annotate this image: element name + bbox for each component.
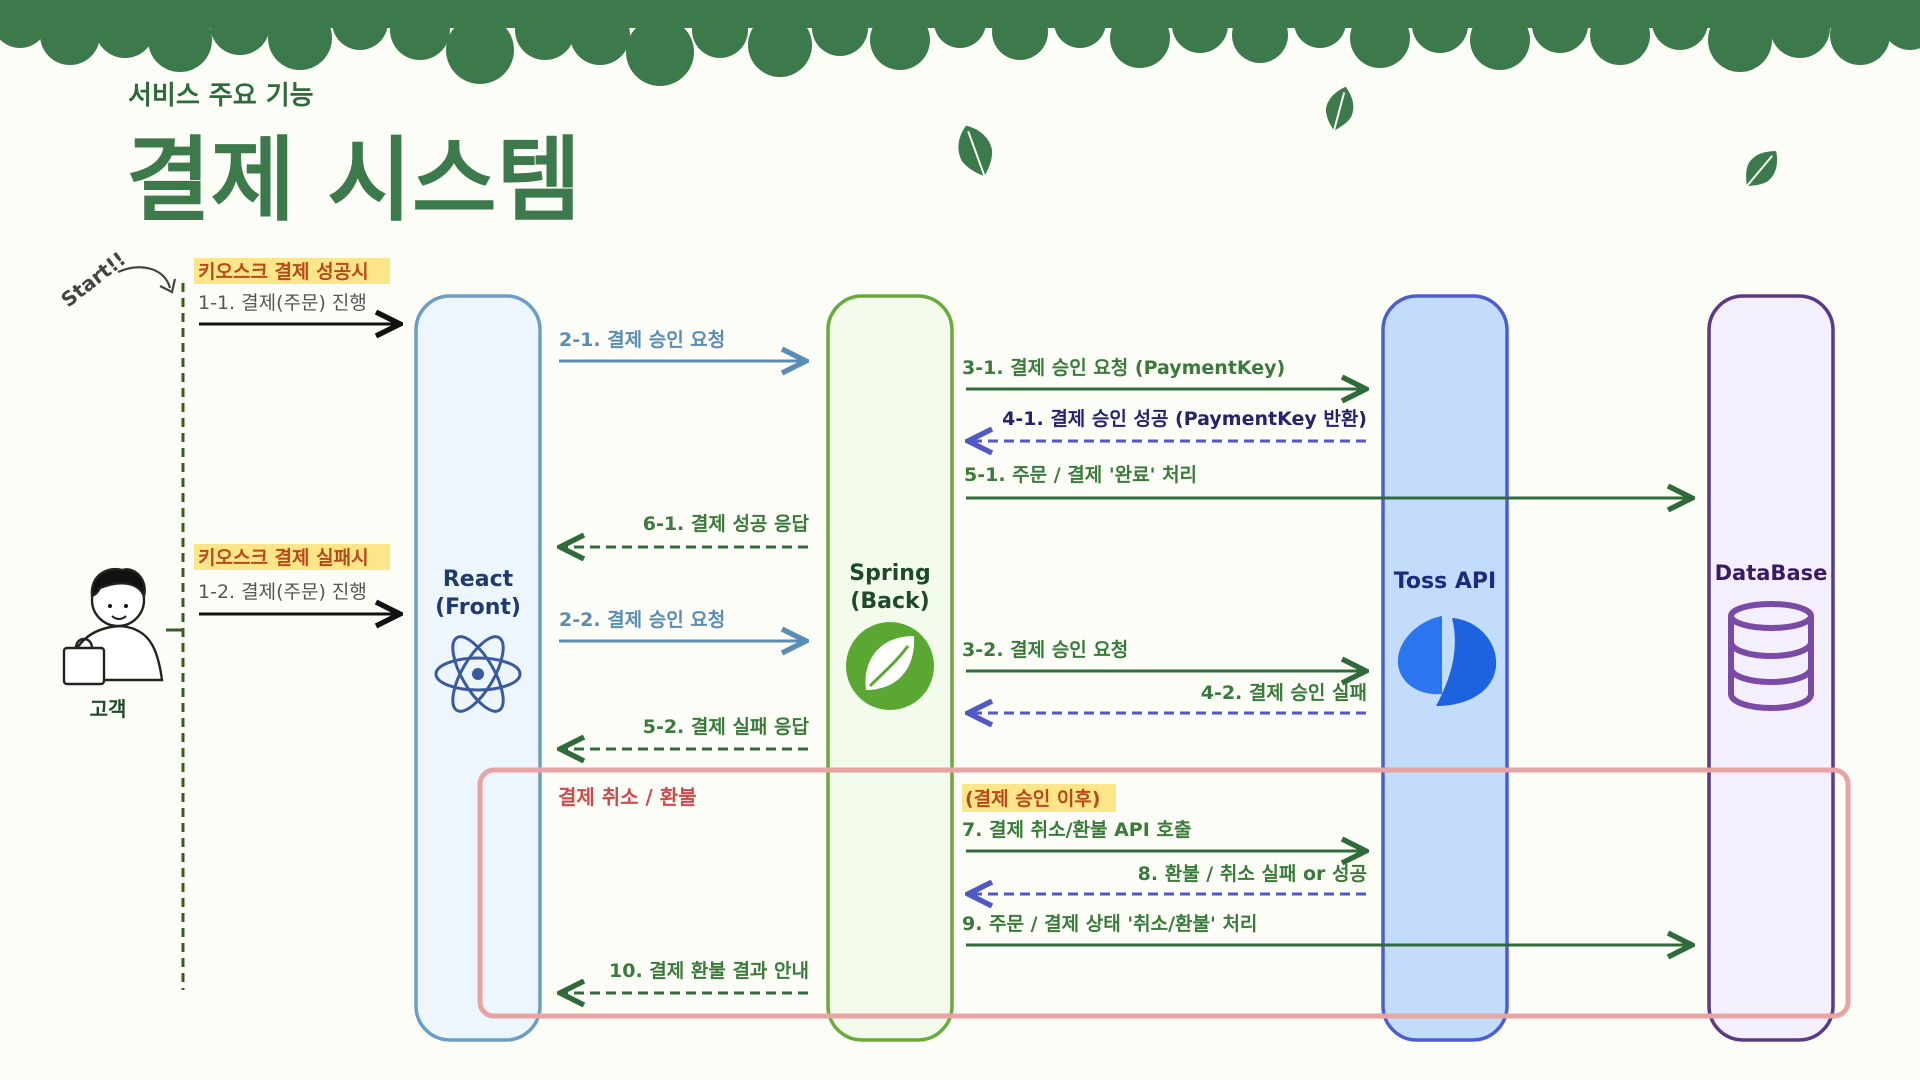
leaf-icon: [1736, 143, 1786, 196]
db-lane-title: DataBase: [1715, 561, 1828, 585]
spring-lane-title: Spring: [849, 561, 930, 586]
msg-8-label: 8. 환불 / 취소 실패 or 성공: [1138, 863, 1367, 885]
msg-6-1-label: 6-1. 결제 성공 응답: [643, 513, 810, 535]
react-lane-subtitle: (Front): [435, 595, 521, 620]
page-subtitle: 서비스 주요 기능: [128, 81, 314, 111]
msg-3-2-label: 3-2. 결제 승인 요청: [962, 639, 1128, 661]
msg-3-1-label: 3-1. 결제 승인 요청 (PaymentKey): [962, 357, 1285, 379]
customer-avatar: [64, 569, 162, 684]
tree-canopy-decoration: [0, 0, 1920, 86]
refund-tag: (결제 승인 이후): [965, 788, 1100, 810]
step-1-2-label: 1-2. 결제(주문) 진행: [198, 581, 367, 603]
msg-7-label: 7. 결제 취소/환불 API 호출: [962, 819, 1191, 841]
start-label: Start!!: [56, 247, 130, 312]
leaf-icon: [1321, 83, 1359, 134]
leaf-icon: [951, 120, 1000, 182]
react-lane-title: React: [443, 567, 514, 592]
toss-lane-title: Toss API: [1394, 569, 1496, 594]
msg-4-2-label: 4-2. 결제 승인 실패: [1201, 682, 1367, 704]
refund-section-title: 결제 취소 / 환불: [558, 785, 697, 809]
msg-5-2-label: 5-2. 결제 실패 응답: [643, 716, 810, 738]
msg-2-2-label: 2-2. 결제 승인 요청: [559, 609, 725, 631]
msg-9-label: 9. 주문 / 결제 상태 '취소/환불' 처리: [962, 913, 1257, 935]
msg-4-1-label: 4-1. 결제 승인 성공 (PaymentKey 반환): [1002, 408, 1367, 430]
success-flow-tag: 키오스크 결제 성공시: [198, 261, 369, 283]
lane-database: [1709, 296, 1833, 1040]
start-curve-arrow: [118, 267, 170, 288]
msg-10-label: 10. 결제 환불 결과 안내: [609, 960, 809, 982]
spring-lane-subtitle: (Back): [850, 589, 929, 614]
fail-flow-tag: 키오스크 결제 실패시: [198, 547, 369, 569]
step-1-1-label: 1-1. 결제(주문) 진행: [198, 292, 367, 314]
customer-label: 고객: [90, 697, 127, 721]
msg-2-1-label: 2-1. 결제 승인 요청: [559, 329, 725, 351]
page-title: 결제 시스템: [126, 127, 581, 234]
spring-leaf-icon: [846, 622, 934, 710]
msg-5-1-label: 5-1. 주문 / 결제 '완료' 처리: [964, 464, 1197, 486]
